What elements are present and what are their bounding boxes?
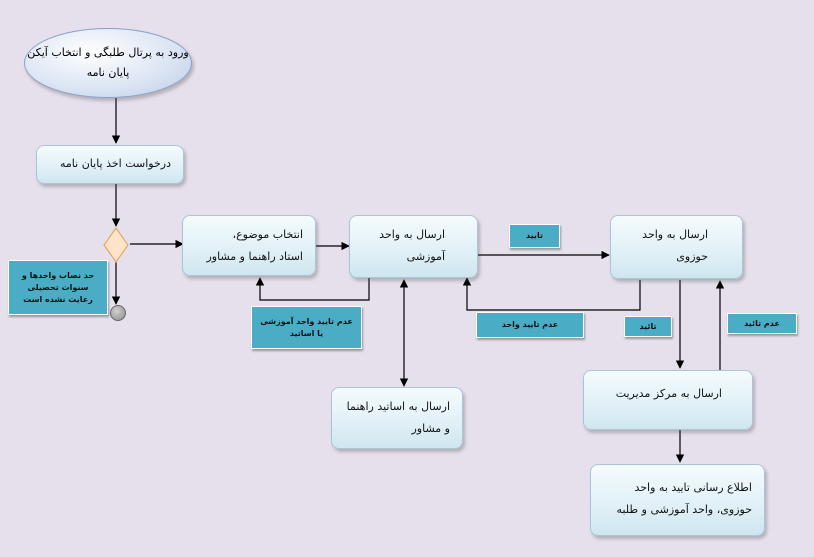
reject-edu-line-2: یا اساتید xyxy=(289,328,324,338)
advisor-line-2: و مشاور xyxy=(411,422,451,435)
notify-line-1: اطلاع رسانی تایید به واحد xyxy=(634,481,752,494)
seminary-line-1: ارسال به واحد xyxy=(642,228,708,241)
condition-line-3: رعایت نشده است xyxy=(23,294,93,304)
select-topic-box: انتخاب موضوع، استاد راهنما و مشاور xyxy=(182,215,316,276)
reject-management-label: عدم تائید xyxy=(727,313,797,334)
approve-mgmt-line-1: تائید xyxy=(639,321,657,331)
notify-line-2: حوزوی، واحد آموزشی و طلبه xyxy=(616,503,752,516)
reject-seminary-line-1: عدم تایید واحد xyxy=(501,320,559,329)
select-line-1: انتخاب موضوع، xyxy=(232,228,303,241)
advisor-line-1: ارسال به اساتید راهنما xyxy=(346,400,450,413)
notify-approval-box: اطلاع رسانی تایید به واحد حوزوی، واحد آم… xyxy=(590,464,765,536)
edu-line-2: آموزشی xyxy=(406,250,445,263)
send-to-education-box: ارسال به واحد آموزشی xyxy=(349,215,478,278)
decision-diamond xyxy=(103,226,129,264)
start-line-2: انتخاب آیکن پایان نامه xyxy=(27,46,130,79)
request-thesis-box: درخواست اخذ پایان نامه xyxy=(36,145,184,184)
send-to-management-box: ارسال به مرکز مدیریت xyxy=(583,370,753,430)
condition-line-1: حد نصاب واحدها و xyxy=(21,270,95,280)
reject-edu-line-1: عدم تایید واحد آموزشی xyxy=(260,316,353,326)
start-node: ورود به پرتال طلبگی و انتخاب آیکن پایان … xyxy=(24,28,192,98)
arrow-edu-reject-loop xyxy=(255,277,370,301)
condition-line-2: سنوات تحصیلی xyxy=(27,282,89,292)
reject-mgmt-line-1: عدم تائید xyxy=(744,318,780,328)
send-to-seminary-box: ارسال به واحد حوزوی xyxy=(610,215,743,279)
arrow-seminary-reject xyxy=(462,277,641,311)
approve-management-label: تائید xyxy=(624,316,672,337)
select-line-2: استاد راهنما و مشاور xyxy=(206,250,303,263)
approve-line-1: تایید xyxy=(526,231,543,240)
request-line-1: درخواست اخذ پایان نامه xyxy=(60,157,171,170)
send-to-advisors-box: ارسال به اساتید راهنما و مشاور xyxy=(331,387,463,449)
edu-line-1: ارسال به واحد xyxy=(379,228,445,241)
reject-education-label: عدم تایید واحد آموزشی یا اساتید xyxy=(251,306,362,349)
reject-seminary-label: عدم تایید واحد xyxy=(476,312,584,338)
seminary-line-2: حوزوی xyxy=(676,250,708,263)
start-line-1: ورود به پرتال طلبگی و xyxy=(85,46,189,59)
end-node xyxy=(110,305,126,321)
approve-label: تایید xyxy=(509,224,560,248)
condition-not-met-label: حد نصاب واحدها و سنوات تحصیلی رعایت نشده… xyxy=(8,260,108,315)
mgmt-line-1: ارسال به مرکز مدیریت xyxy=(615,387,722,400)
